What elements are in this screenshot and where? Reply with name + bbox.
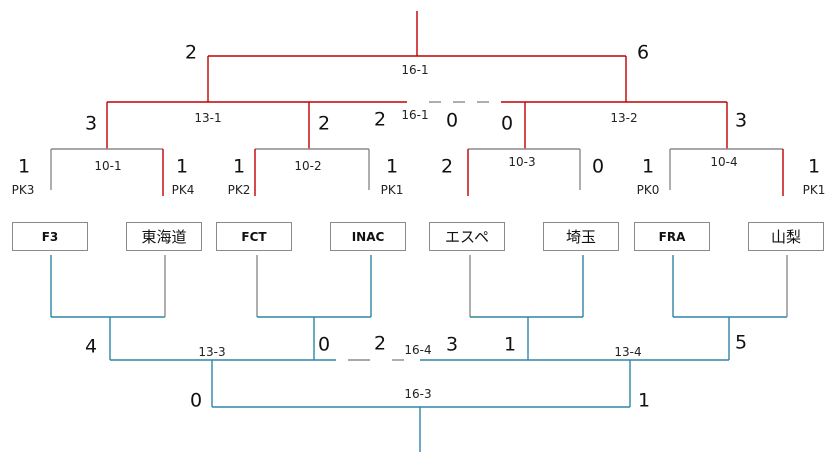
match-score: 2 <box>317 112 331 135</box>
match-score: 0 <box>500 112 514 135</box>
match-score: 2 <box>184 41 198 64</box>
match-label: 13-1 <box>194 111 222 125</box>
match-label: 10-1 <box>94 159 122 173</box>
match-label: 13-4 <box>614 345 642 359</box>
team-box: INAC <box>330 222 406 251</box>
team-box: F3 <box>12 222 88 251</box>
team-name: 山梨 <box>770 228 801 246</box>
match-score: 0 <box>445 109 459 132</box>
team-name: INAC <box>351 229 385 244</box>
match-label: 10-4 <box>710 155 738 169</box>
pk-score: PK3 <box>11 183 35 197</box>
team-box: 埼玉 <box>543 222 619 251</box>
match-score: 3 <box>734 109 748 132</box>
pk-score: PK4 <box>171 183 195 197</box>
team-box: 東海道 <box>126 222 202 251</box>
match-label: 13-2 <box>610 111 638 125</box>
team-box: エスペ <box>429 222 505 251</box>
match-score: 2 <box>373 108 387 131</box>
team-name: エスペ <box>445 228 489 246</box>
match-score: 1 <box>175 155 189 178</box>
match-score: 5 <box>734 331 748 354</box>
team-name: 埼玉 <box>565 228 596 246</box>
match-score: 1 <box>641 155 655 178</box>
match-score: 0 <box>189 389 203 412</box>
match-score: 0 <box>317 333 331 356</box>
team-name: F3 <box>41 229 59 244</box>
match-score: 0 <box>591 155 605 178</box>
match-score: 1 <box>385 155 399 178</box>
match-score: 1 <box>17 155 31 178</box>
match-score: 1 <box>503 333 517 356</box>
pk-score: PK1 <box>802 183 826 197</box>
match-score: 2 <box>373 332 387 355</box>
team-name: 東海道 <box>141 228 187 246</box>
match-score: 1 <box>807 155 821 178</box>
match-score: 4 <box>84 335 98 358</box>
match-label: 13-3 <box>198 345 226 359</box>
match-label: 10-3 <box>508 155 536 169</box>
match-label: 16-3 <box>404 387 432 401</box>
team-box: 山梨 <box>748 222 824 251</box>
match-score: 1 <box>637 389 651 412</box>
match-label: 16-1 <box>401 63 429 77</box>
pk-score: PK2 <box>227 183 251 197</box>
pk-score: PK1 <box>380 183 404 197</box>
match-score: 6 <box>636 41 650 64</box>
team-box: FRA <box>634 222 710 251</box>
team-name: FRA <box>658 229 686 244</box>
match-score: 2 <box>440 155 454 178</box>
team-box: FCT <box>216 222 292 251</box>
match-label: 16-4 <box>404 343 432 357</box>
team-name: FCT <box>241 229 267 244</box>
match-score: 3 <box>445 333 459 356</box>
match-label: 10-2 <box>294 159 322 173</box>
pk-score: PK0 <box>636 183 660 197</box>
match-score: 3 <box>84 112 98 135</box>
match-score: 1 <box>232 155 246 178</box>
match-label: 16-1 <box>401 108 429 122</box>
